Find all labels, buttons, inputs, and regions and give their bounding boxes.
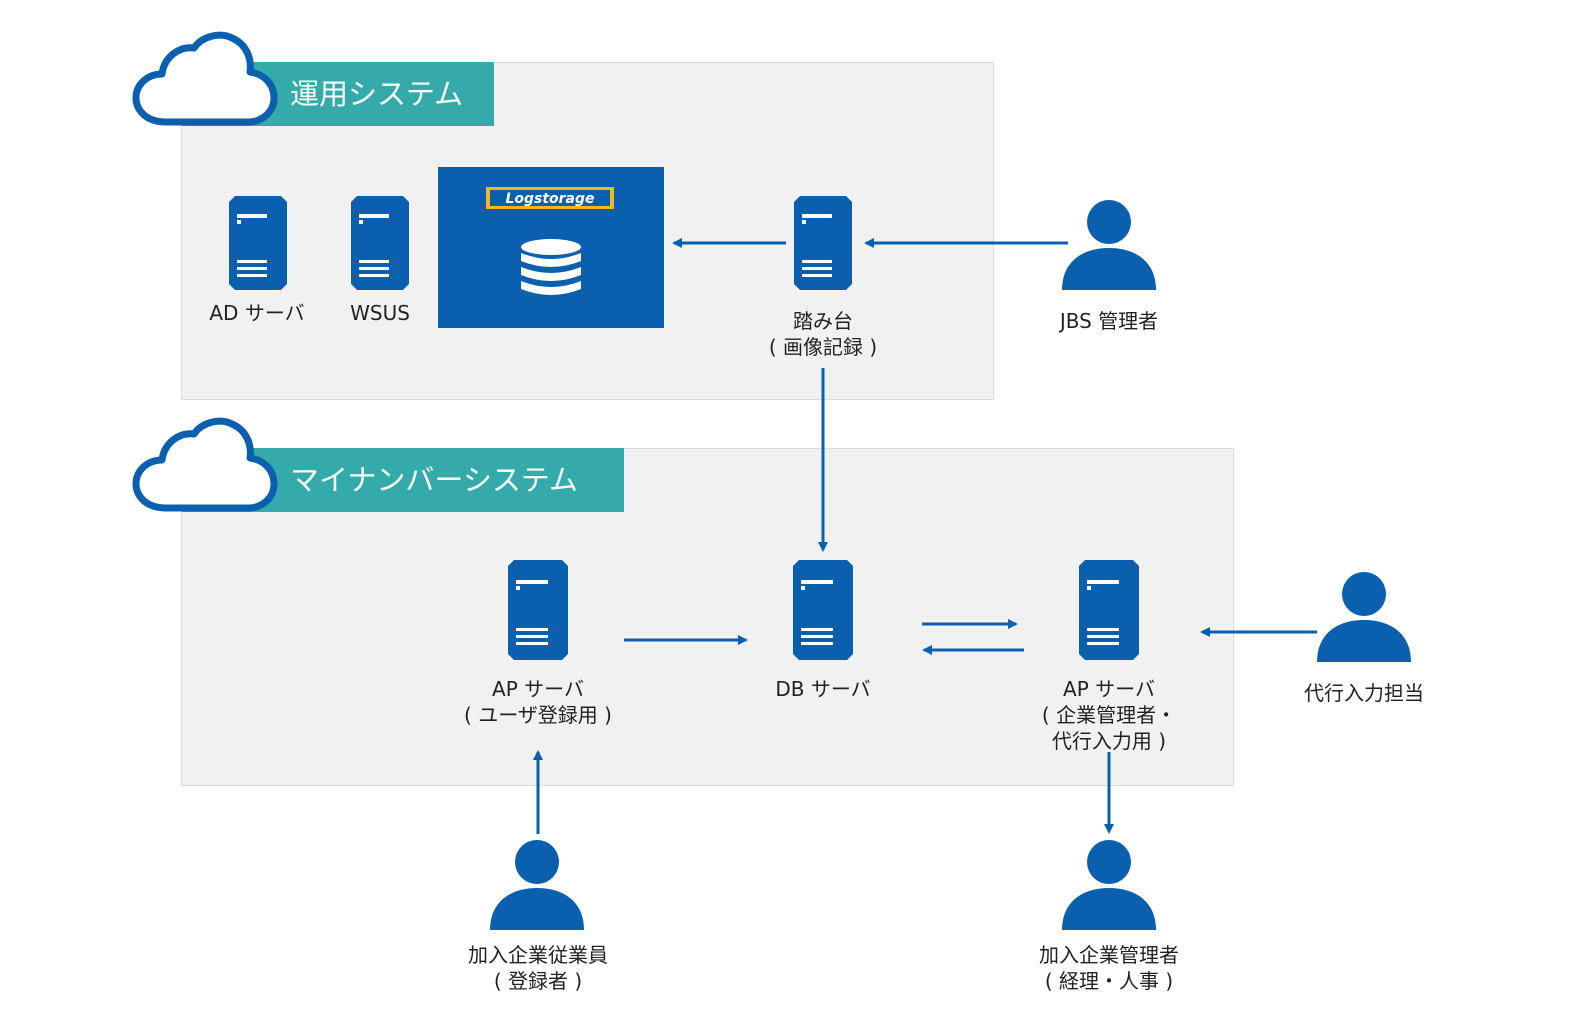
server-icon [508,560,568,660]
ap-server-reg-label-line1: AP サーバ [492,677,584,701]
server-icon [793,560,853,660]
server-icon [229,196,287,290]
ap-server-reg-label: AP サーバ ( ユーザ登録用 ) [464,676,612,728]
person-icon [1317,572,1411,662]
ap-server-mgmt-label-line2: ( 企業管理者・ [1041,703,1177,727]
person-icon [490,840,584,930]
logstorage-logo-text: Logstorage [505,191,594,207]
employee-label-line2: ( 登録者 ) [493,969,583,993]
logstorage-logo: Logstorage [486,187,614,209]
ap-server-mgmt-label-line3: 代行入力用 ) [1051,729,1167,753]
jbs-admin-label: JBS 管理者 [1059,309,1159,333]
proxy-input-label: 代行入力担当 [1304,681,1424,705]
wsus-label: WSUS [350,301,410,325]
server-icon [351,196,409,290]
company-admin-label-line2: ( 経理・人事 ) [1044,969,1174,993]
ad-server-label: AD サーバ [209,301,305,325]
stepping-server-label: 踏み台 ( 画像記録 ) [769,308,877,360]
cloud-icon [132,31,278,126]
person-icon [1062,200,1156,290]
ap-server-mgmt-label: AP サーバ ( 企業管理者・ 代行入力用 ) [1042,676,1176,754]
ap-server-mgmt-label-line1: AP サーバ [1063,677,1155,701]
stepping-server-label-line2: ( 画像記録 ) [768,335,878,359]
database-icon [521,239,581,295]
ap-server-reg-label-line2: ( ユーザ登録用 ) [464,703,612,727]
company-admin-label-line1: 加入企業管理者 [1039,943,1179,967]
db-server-label: DB サーバ [775,677,871,701]
person-icon [1062,840,1156,930]
stepping-server-label-line1: 踏み台 [792,309,853,333]
logstorage-box: Logstorage [438,167,664,328]
employee-label: 加入企業従業員 ( 登録者 ) [468,942,608,994]
cloud-icon [132,417,278,512]
server-icon [1079,560,1139,660]
company-admin-label: 加入企業管理者 ( 経理・人事 ) [1039,942,1179,994]
employee-label-line1: 加入企業従業員 [468,943,608,967]
server-icon [794,196,852,290]
